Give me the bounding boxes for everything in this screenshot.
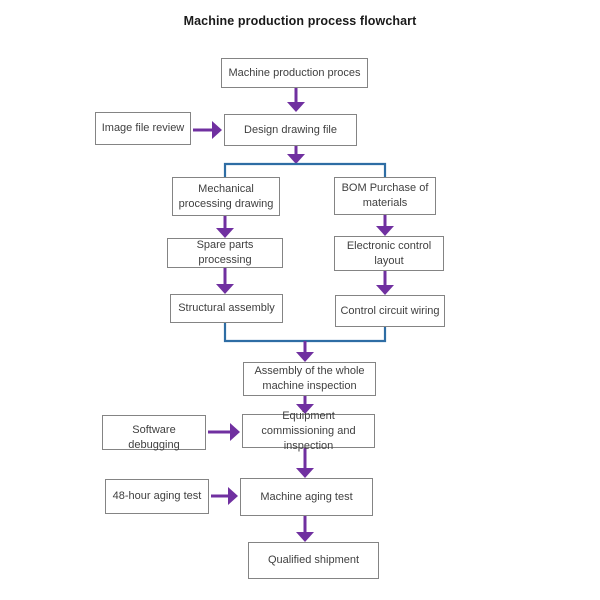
arrow-design-to-split-head <box>287 154 305 164</box>
arrow-equipment-to-aging-head <box>296 468 314 478</box>
arrow-software-to-equipment <box>208 423 240 441</box>
node-equipment-commissioning-and-inspection[interactable]: Equipment commissioning and inspection <box>242 410 375 452</box>
node-structural-assembly[interactable]: Structural assembly <box>170 294 283 323</box>
arrow-process-to-design-head <box>287 102 305 112</box>
node-design-drawing-file[interactable]: Design drawing file <box>224 114 357 146</box>
node-label: Qualified shipment <box>267 554 360 566</box>
node-label: Structural assembly <box>178 302 275 314</box>
node-control-circuit-wiring[interactable]: Control circuit wiring <box>335 295 445 327</box>
arrow-bom-to-electronic-head <box>376 226 394 236</box>
node-spare-parts-processing[interactable]: Spare parts processing <box>167 238 283 268</box>
node-electronic-control-layout[interactable]: Electronic control layout <box>334 236 444 271</box>
node-label: Electronic control layout <box>346 239 432 267</box>
arrow-review-to-design-head <box>212 121 222 139</box>
node-machine-production-process[interactable]: Machine production proces <box>221 58 368 88</box>
arrow-mechanical-to-spare <box>216 216 234 238</box>
arrow-merge-to-assembly-head <box>296 352 314 362</box>
arrow-aging-to-shipment-head <box>296 532 314 542</box>
arrow-spare-to-structural-head <box>216 284 234 294</box>
node-bom-purchase-of-materials[interactable]: BOM Purchase of materials <box>334 177 436 215</box>
arrow-spare-to-structural <box>216 268 234 294</box>
arrow-bom-to-electronic <box>376 215 394 236</box>
arrow-software-to-equipment-head <box>230 423 240 441</box>
node-label: Software debugging <box>128 424 180 451</box>
node-label: Machine aging test <box>260 490 353 503</box>
arrow-48hour-to-aging-head <box>228 487 238 505</box>
node-label: 48-hour aging test <box>112 490 202 502</box>
node-machine-aging-test[interactable]: Machine aging test <box>240 478 373 516</box>
node-label: Spare parts processing <box>196 239 254 266</box>
node-software-debugging[interactable]: Software debugging <box>102 415 206 451</box>
arrow-mechanical-to-spare-head <box>216 228 234 238</box>
node-label: Design drawing file <box>244 123 337 136</box>
node-label: BOM Purchase of materials <box>341 182 429 209</box>
node-assembly-whole-machine-inspection[interactable]: Assembly of the whole machine inspection <box>243 362 376 396</box>
node-label: Control circuit wiring <box>340 304 440 317</box>
node-qualified-shipment[interactable]: Qualified shipment <box>248 542 379 579</box>
arrow-48hour-to-aging <box>211 487 238 505</box>
arrow-review-to-design <box>193 121 222 139</box>
arrow-electronic-to-control <box>376 271 394 295</box>
node-label: Image file review <box>101 122 185 134</box>
bracket-split-path <box>223 162 387 177</box>
node-label: Mechanical processing drawing <box>178 182 274 210</box>
arrow-merge-to-assembly <box>296 341 314 362</box>
node-label: Assembly of the whole machine inspection <box>254 365 365 392</box>
bracket-split <box>223 162 387 177</box>
node-label: Equipment commissioning and inspection <box>261 409 356 452</box>
node-label: Machine production proces <box>228 66 361 79</box>
arrow-aging-to-shipment <box>296 516 314 542</box>
arrow-electronic-to-control-head <box>376 285 394 295</box>
arrow-design-to-split <box>287 146 305 164</box>
node-48-hour-aging-test[interactable]: 48-hour aging test <box>105 479 209 514</box>
page-title: Machine production process flowchart <box>183 14 417 28</box>
node-mechanical-processing-drawing[interactable]: Mechanical processing drawing <box>172 177 280 216</box>
arrow-process-to-design <box>287 88 305 112</box>
node-image-file-review[interactable]: Image file review <box>95 112 191 145</box>
